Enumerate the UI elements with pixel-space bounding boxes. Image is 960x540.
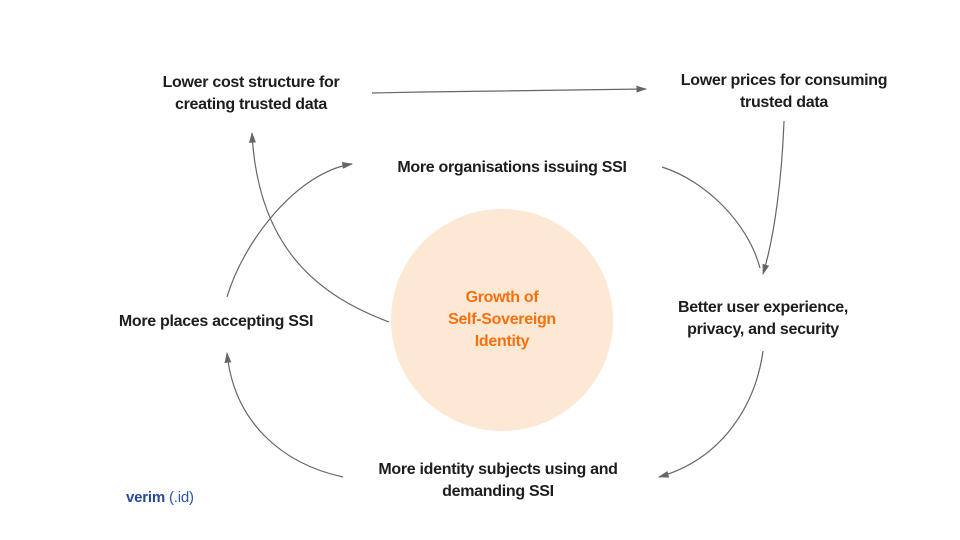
arrow-moreplaces-to-moreorgs [226, 162, 354, 298]
node-lower-prices-line2: trusted data [740, 94, 828, 111]
node-lower-prices: Lower prices for consuming trusted data [664, 70, 904, 114]
node-better-ux-line2: privacy, and security [687, 321, 839, 338]
arrow-betterux-to-moresubjects [657, 350, 764, 478]
node-lower-prices-line1: Lower prices for consuming [680, 72, 888, 89]
curve-moreorgs-to-betterux [661, 166, 761, 269]
verim-logo: verim (.id) [126, 489, 194, 506]
node-more-subjects-line2: demanding SSI [442, 483, 554, 500]
node-more-orgs: More organisations issuing SSI [362, 157, 662, 179]
node-lower-cost-line2: creating trusted data [175, 96, 327, 113]
arrow-lowercost-to-lowerprices [371, 85, 648, 94]
node-more-orgs-line1: More organisations issuing SSI [397, 159, 627, 176]
growth-circle-line3: Identity [474, 333, 530, 350]
node-more-subjects: More identity subjects using and demandi… [338, 459, 658, 503]
node-better-ux-line1: Better user experience, [677, 299, 849, 316]
node-lower-cost: Lower cost structure for creating truste… [131, 72, 371, 116]
arrow-lowerprices-to-betterux [762, 120, 785, 276]
node-better-ux: Better user experience, privacy, and sec… [643, 297, 883, 341]
growth-circle-line1: Growth of [465, 289, 539, 306]
node-more-subjects-line1: More identity subjects using and [378, 461, 618, 478]
arrow-circle-to-lowercost [249, 131, 390, 323]
verim-logo-name: verim [126, 489, 166, 506]
node-more-places: More places accepting SSI [96, 311, 336, 333]
growth-circle: Growth of Self-Sovereign Identity [391, 209, 613, 431]
node-lower-cost-line1: Lower cost structure for [162, 74, 340, 91]
node-more-places-line1: More places accepting SSI [118, 313, 314, 330]
arrow-moresubjects-to-moreplaces [224, 351, 344, 478]
growth-circle-line2: Self-Sovereign [448, 311, 556, 328]
growth-circle-label: Growth of Self-Sovereign Identity [448, 287, 556, 353]
verim-logo-suffix: (.id) [165, 489, 194, 506]
